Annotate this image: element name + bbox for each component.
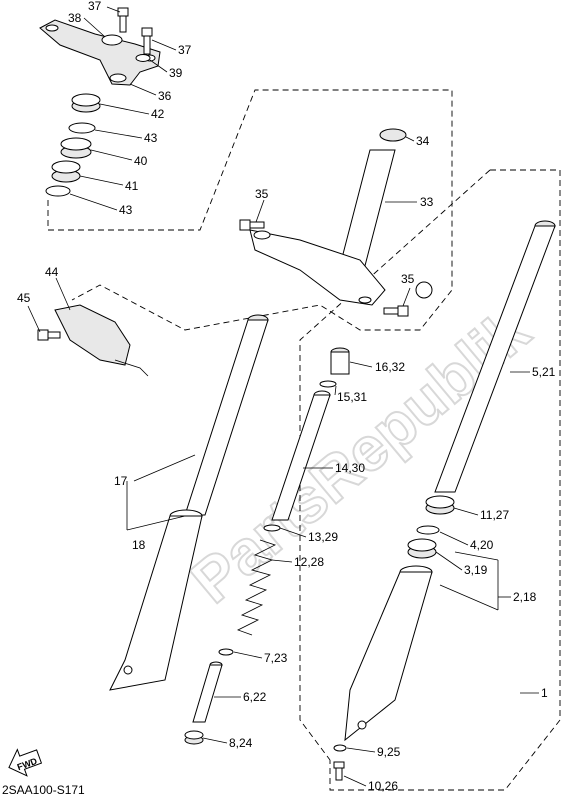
ring-nut-42 [71, 93, 101, 113]
nut-38 [101, 34, 123, 46]
label-44: 44 [45, 265, 59, 279]
race-41 [51, 160, 81, 183]
diagram-code: 2SAA100-S171 [2, 783, 85, 797]
label-3-19: 3,19 [464, 563, 488, 577]
bolt-35-left [239, 219, 265, 231]
clip-4-20 [416, 525, 440, 535]
label-45: 45 [17, 291, 31, 305]
bearing-43-bottom [45, 185, 71, 197]
watermark: PartsRepublik [179, 295, 543, 616]
label-35-left: 35 [255, 187, 269, 201]
gasket-9-25 [333, 744, 347, 752]
label-14-30: 14,30 [335, 461, 365, 475]
bolt-10-26 [333, 761, 345, 781]
label-9-25: 9,25 [377, 745, 401, 759]
cap-bolt-16-32 [330, 347, 350, 375]
label-43-bottom: 43 [119, 203, 133, 217]
damper-rod-6-22 [192, 661, 223, 723]
label-15-31: 15,31 [337, 390, 367, 404]
label-10-26: 10,26 [368, 779, 398, 793]
label-16-32: 16,32 [375, 360, 405, 374]
outer-tube-1 [344, 565, 433, 742]
label-11-27: 11,27 [480, 508, 509, 522]
callout-labels: 37 38 37 39 36 42 43 40 41 43 34 35 33 3… [17, 0, 556, 793]
oring-15-31 [319, 380, 337, 388]
label-6-22: 6,22 [243, 690, 267, 704]
steering-stem [249, 128, 407, 306]
race-40 [60, 137, 92, 159]
label-38: 38 [68, 11, 82, 25]
cover-plate [54, 304, 149, 377]
label-33: 33 [420, 195, 434, 209]
label-1: 1 [541, 686, 548, 700]
left-fork-inner-tube [184, 314, 269, 516]
label-13-29: 13,29 [308, 530, 338, 544]
upper-bracket [39, 19, 161, 86]
label-36: 36 [158, 89, 172, 103]
bolt-35-right [383, 305, 409, 317]
fwd-arrow-icon: FWD [8, 748, 43, 777]
left-fork-outer-tube [109, 509, 203, 691]
label-34: 34 [416, 134, 430, 148]
spring-12-28 [236, 539, 277, 636]
label-4-20: 4,20 [470, 538, 494, 552]
label-35-right: 35 [401, 272, 415, 286]
label-8-24: 8,24 [229, 736, 253, 750]
label-40: 40 [134, 154, 148, 168]
label-37-left: 37 [88, 0, 102, 13]
bolt-37-right [141, 27, 153, 55]
label-5-21: 5,21 [532, 365, 556, 379]
label-18: 18 [132, 538, 146, 552]
dust-seal-11-27 [425, 495, 455, 515]
group-outline-right-fork [329, 169, 561, 791]
label-41: 41 [125, 179, 139, 193]
label-12-28: 12,28 [294, 555, 324, 569]
seat-8-24 [184, 730, 204, 745]
washer-39 [135, 54, 151, 62]
leader-lines [27, 6, 539, 787]
ring-7-23 [218, 648, 234, 656]
bolt-37-left [117, 7, 129, 33]
label-42: 42 [151, 107, 165, 121]
bearing-43-top [68, 122, 96, 134]
gear-icon [415, 281, 433, 299]
label-2-18: 2,18 [513, 590, 537, 604]
right-fork-inner-tube [434, 220, 556, 493]
group-outline-steering [47, 89, 453, 331]
washer-13-29 [263, 524, 281, 532]
label-7-23: 7,23 [264, 651, 288, 665]
label-43-top: 43 [144, 131, 158, 145]
label-39: 39 [169, 66, 183, 80]
bolt-45 [37, 329, 61, 341]
group-outline-right-fork-inner [299, 169, 491, 761]
oil-seal-3-19 [407, 538, 437, 559]
label-37-right: 37 [178, 43, 192, 57]
spacer-14-30 [271, 390, 331, 521]
label-17: 17 [114, 474, 128, 488]
